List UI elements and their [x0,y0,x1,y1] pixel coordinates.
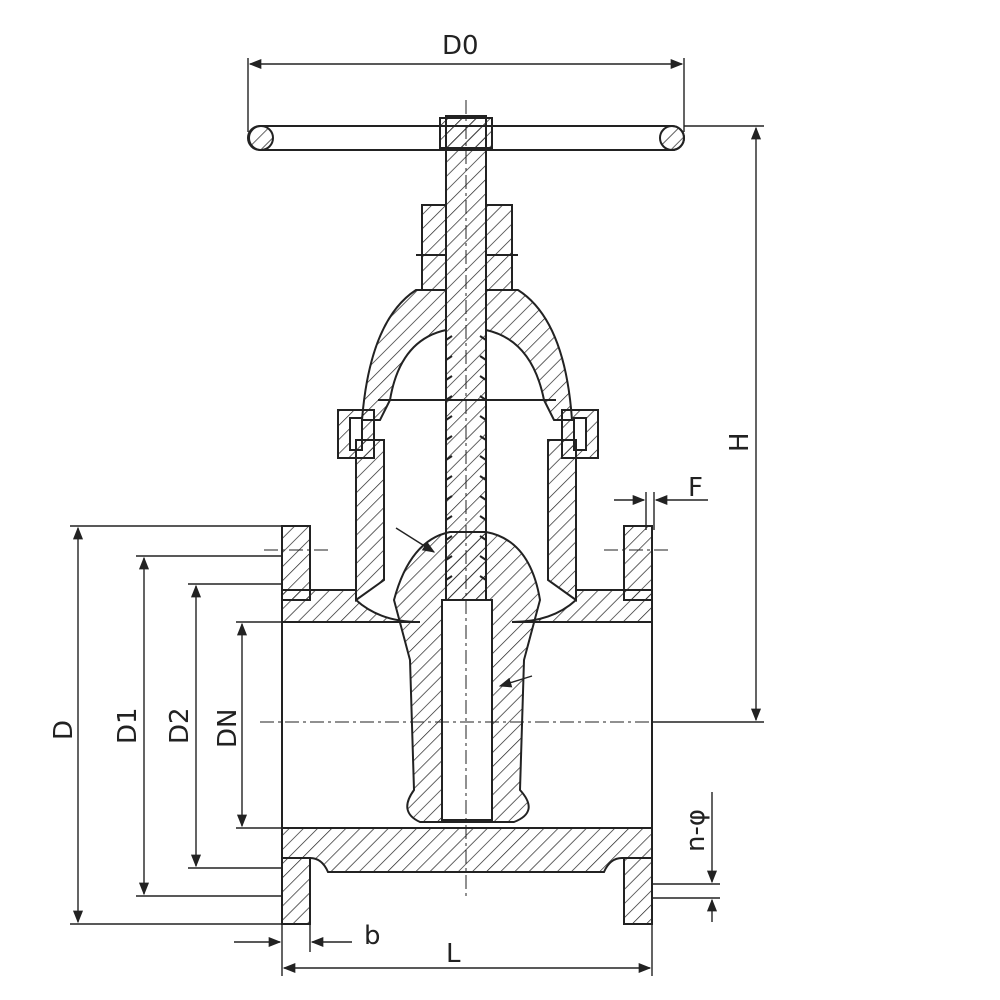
label-d1: D1 [113,707,143,744]
label-d: D [49,720,79,740]
gate-wedge [392,531,542,823]
inlet-flange [281,525,311,925]
leader-arrows [395,527,533,688]
label-dn: DN [213,709,243,748]
label-b: b [364,921,381,951]
dimension-lines [70,58,764,976]
bonnet-bolt-right [561,409,599,459]
label-l: L [446,939,461,969]
outlet-flange [623,525,653,925]
label-f: F [688,473,703,503]
valve-body [281,439,653,873]
label-n-phi: n-φ [681,809,711,852]
label-h: H [725,432,755,452]
label-d2: D2 [165,707,195,744]
centerlines [260,100,700,900]
label-d0: D0 [442,31,479,61]
